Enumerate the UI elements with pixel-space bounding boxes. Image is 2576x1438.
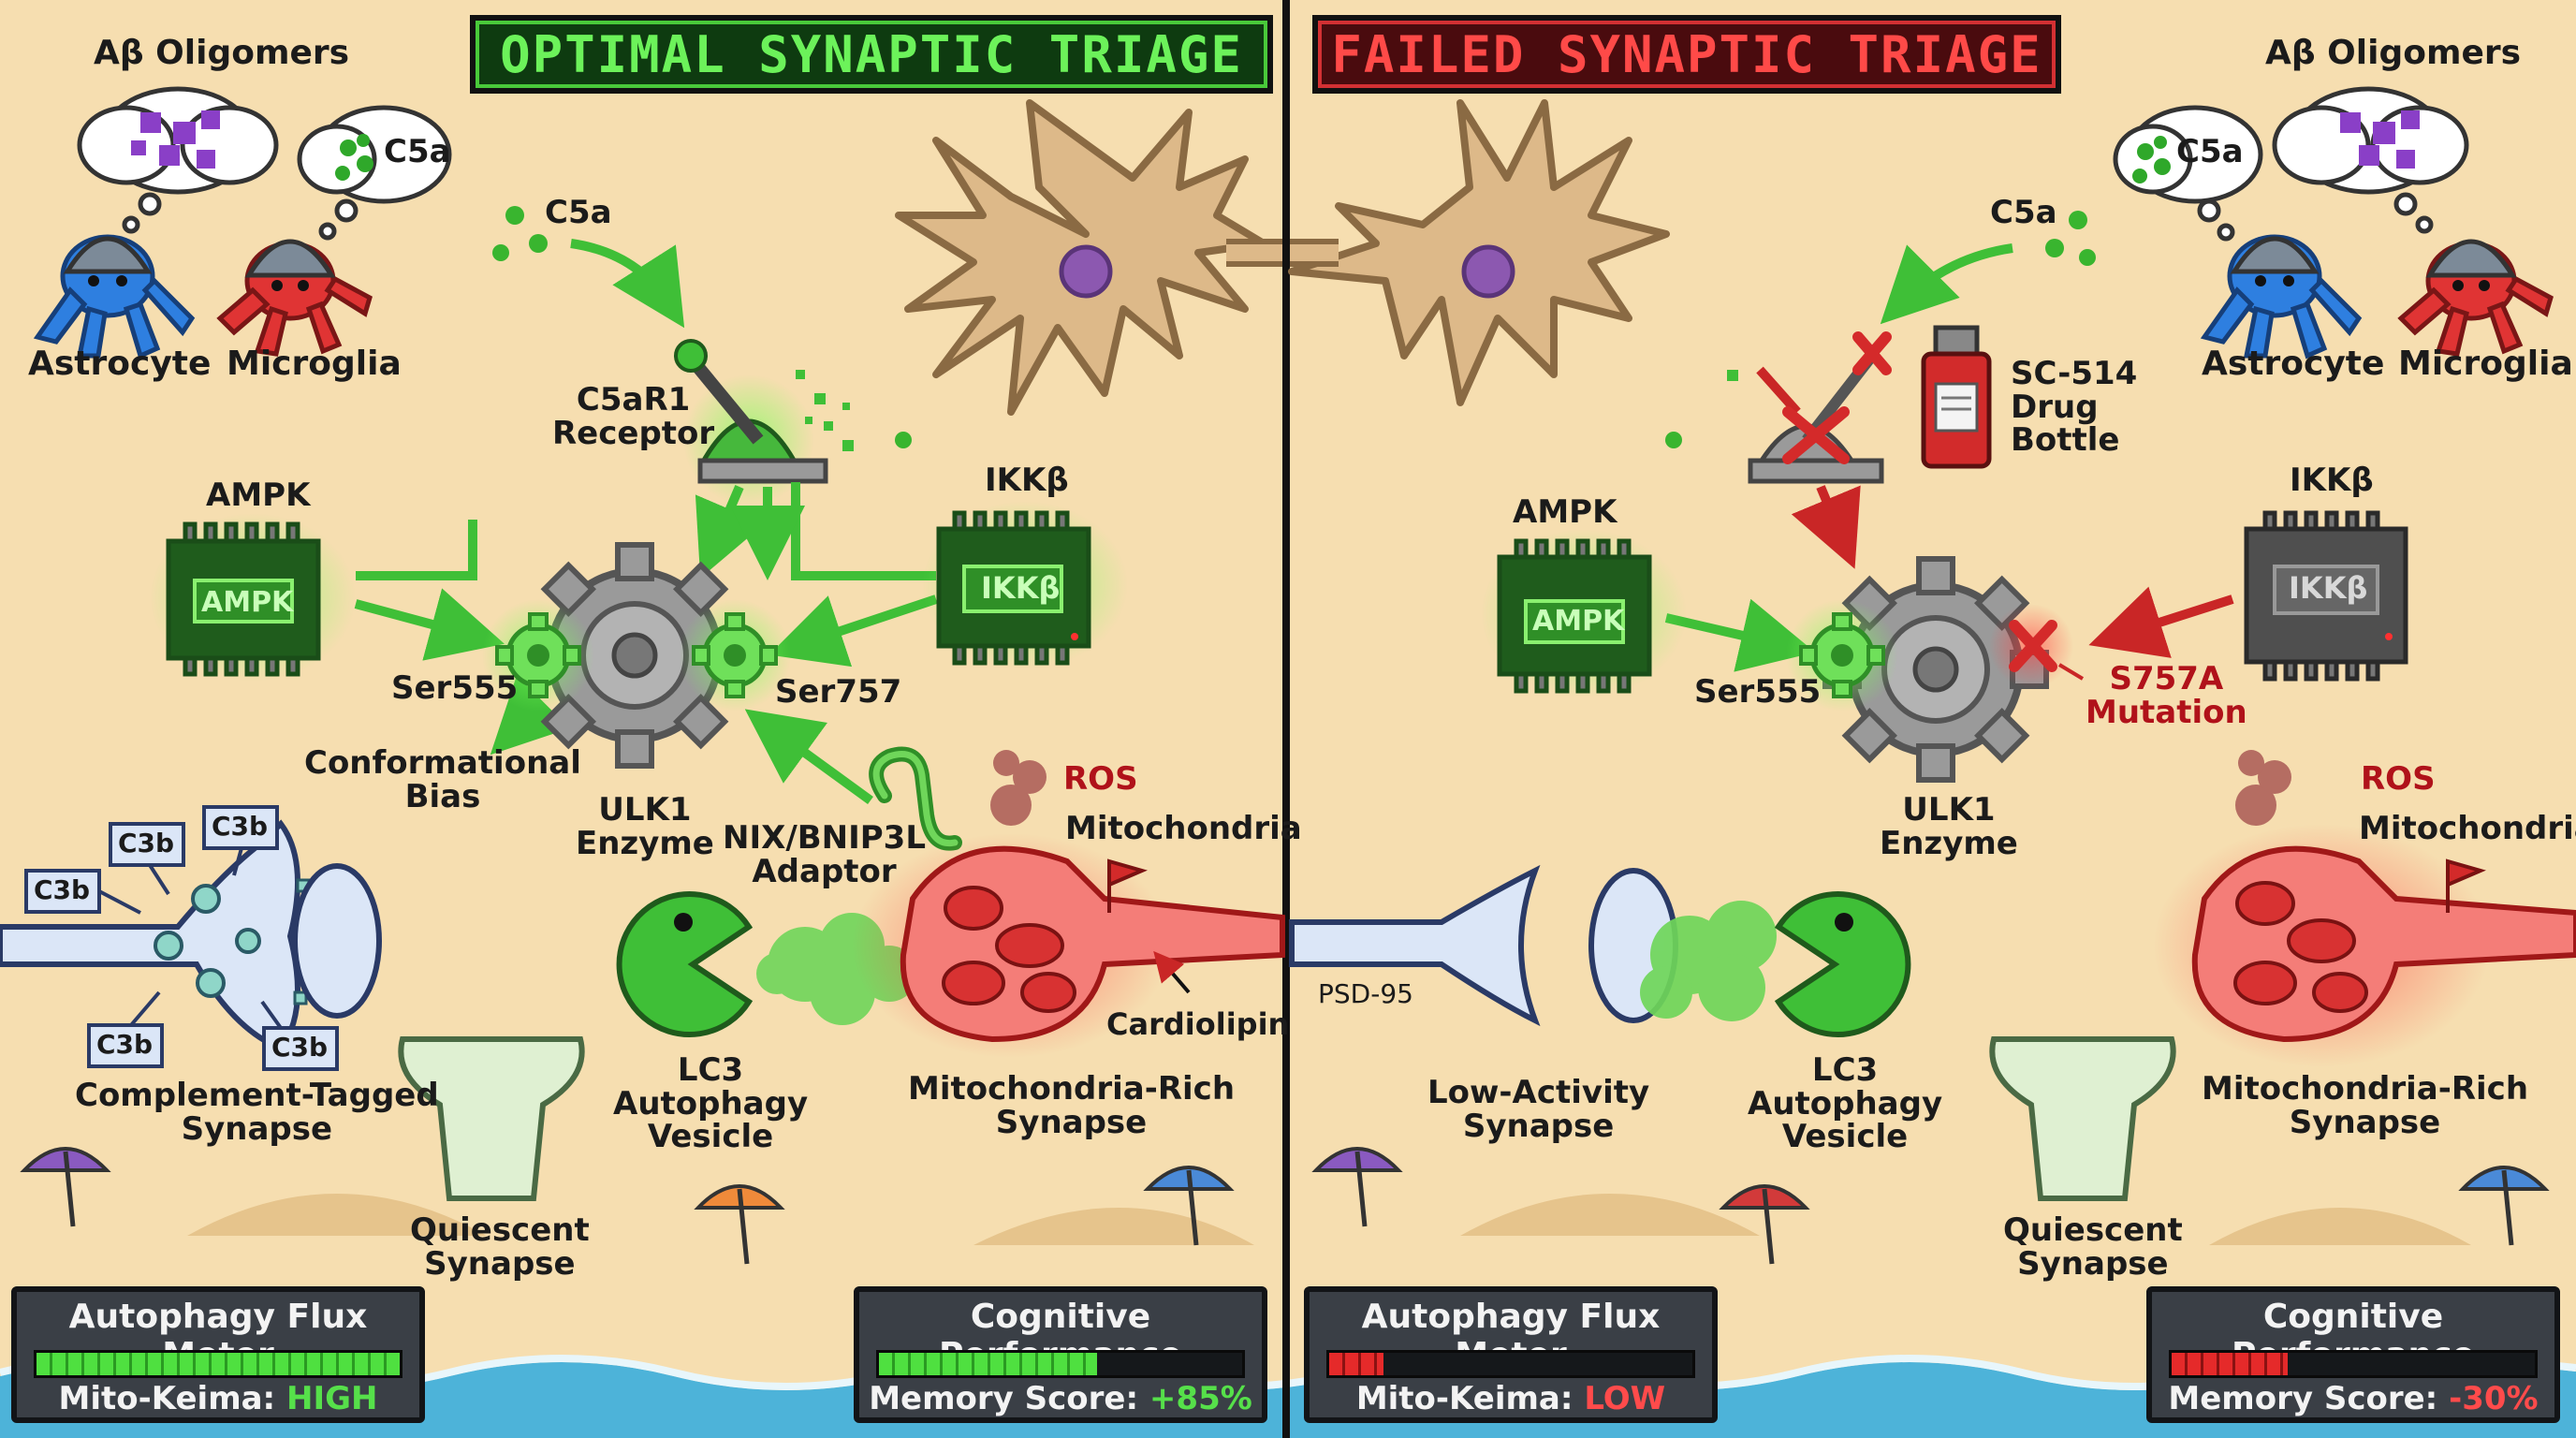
tag-c3b-1: C3b [34,874,91,905]
meter-bar [876,1350,1245,1378]
meter-value: HIGH [286,1380,378,1417]
title-optimal: OPTIMAL SYNAPTIC TRIAGE [470,15,1273,94]
label-ros-right: ROS [2361,760,2436,798]
label-microglia-left: Microglia [227,345,402,383]
label-microglia-right: Microglia [2398,345,2573,383]
meter-readout: Mito-Keima: LOW [1355,1380,1666,1417]
chip-ikkb-left: IKKβ [981,570,1061,606]
label-ab-oligomers-left: Aβ Oligomers [94,34,350,72]
label-mitochondria-left: Mitochondria [1065,810,1302,847]
meter-readout: Memory Score: +85% [869,1380,1252,1417]
label-cardiolipin: Cardiolipin [1106,1006,1290,1042]
meter-value: -30% [2449,1380,2539,1417]
label-astrocyte-left: Astrocyte [28,345,212,383]
meter-fill [2172,1353,2289,1375]
label-psd95: PSD-95 [1318,978,1413,1009]
label-c5a-bubble-right: C5a [2176,133,2244,170]
meter-cognitive-left: Cognitive Performance Memory Score: +85% [854,1286,1267,1423]
meter-bar [1326,1350,1695,1378]
meter-fill [1329,1353,1384,1375]
tag-c3b-5: C3b [271,1032,329,1063]
label-ikkb-left: IKKβ [985,462,1069,499]
label-ikkb-right: IKKβ [2290,462,2374,499]
label-ampk-right: AMPK [1513,493,1617,531]
meter-bar [34,1350,402,1378]
label-ampk-left: AMPK [206,477,311,514]
label-ros-left: ROS [1063,760,1138,798]
label-c5a-left: C5a [545,194,612,231]
tag-c3b-4: C3b [96,1029,154,1060]
meter-fill [37,1353,400,1375]
meter-flux-left: Autophagy Flux Meter Mito-Keima: HIGH [11,1286,425,1423]
meter-cognitive-right: Cognitive Performance Memory Score: -30% [2146,1286,2560,1423]
tag-c3b-3: C3b [212,811,269,842]
label-ab-oligomers-right: Aβ Oligomers [2265,34,2522,72]
meter-fill [879,1353,1097,1375]
meter-bar [2169,1350,2538,1378]
label-c5a-bubble-left: C5a [384,133,451,170]
meter-value: +85% [1149,1380,1252,1417]
meter-flux-right: Autophagy Flux Meter Mito-Keima: LOW [1304,1286,1718,1423]
meter-readout: Memory Score: -30% [2168,1380,2539,1417]
label-c5a-right: C5a [1990,194,2057,231]
meter-value: LOW [1584,1380,1666,1417]
chip-ampk-left: AMPK [201,586,294,619]
tag-c3b-2: C3b [118,828,175,858]
label-astrocyte-right: Astrocyte [2202,345,2385,383]
label-ser555-right: Ser555 [1694,673,1822,711]
label-mitochondria-right: Mitochondria [2359,810,2576,847]
label-ser757-left: Ser757 [775,673,902,711]
label-ser555-left: Ser555 [391,669,519,707]
chip-ampk-right: AMPK [1532,605,1625,638]
chip-ikkb-right: IKKβ [2289,570,2368,606]
meter-readout: Mito-Keima: HIGH [58,1380,378,1417]
title-failed: FAILED SYNAPTIC TRIAGE [1312,15,2061,94]
